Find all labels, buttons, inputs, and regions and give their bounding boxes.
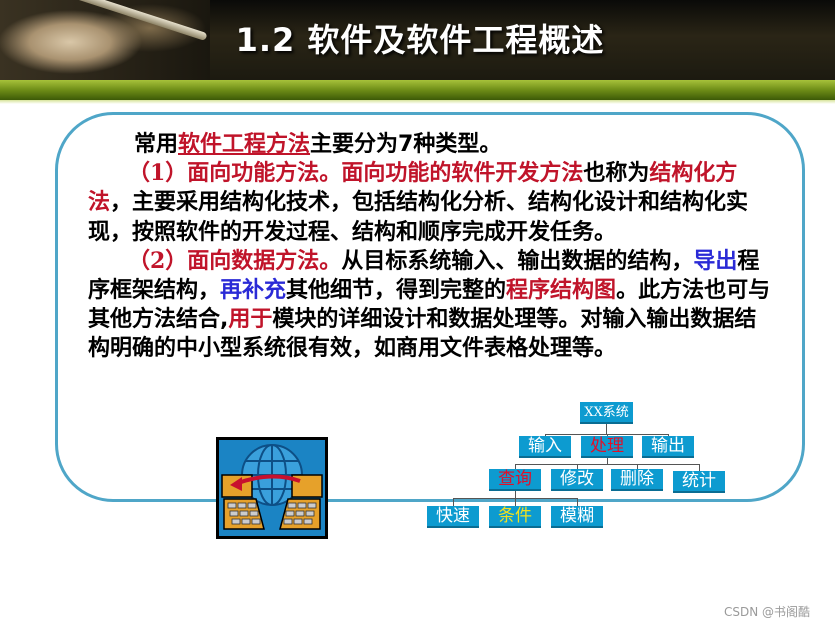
watermark: CSDN @书阁酷	[724, 605, 811, 619]
tree-node-stats: 统计	[673, 471, 725, 493]
network-computers-icon	[216, 437, 328, 539]
paragraph-data-oriented: （2）面向数据方法。从目标系统输入、输出数据的结构，导出程序框架结构，再补充其他…	[88, 247, 771, 362]
connector-query-down	[515, 491, 516, 499]
term-structured-method: 结构化方法	[88, 160, 738, 216]
header-green-bar	[0, 80, 835, 100]
connector-l3-a	[453, 498, 454, 506]
tree-node-condition: 条件	[489, 506, 541, 528]
connector-l2-d	[699, 464, 700, 471]
tree-node-fuzzy: 模糊	[551, 506, 603, 528]
connector-l1-a	[545, 434, 546, 436]
paragraph-function-oriented: （1）面向功能方法。面向功能的软件开发方法也称为结构化方法，主要采用结构化技术，…	[88, 160, 749, 245]
method-label-2: （2）面向数据方法。	[128, 247, 342, 274]
connector-l2-c	[637, 464, 638, 469]
tree-node-process: 处理	[581, 436, 633, 458]
header-photo	[0, 0, 210, 80]
tree-node-query: 查询	[489, 469, 541, 491]
connector-process-down	[607, 458, 608, 465]
tree-node-output: 输出	[642, 436, 694, 458]
connector-root-down	[606, 424, 607, 435]
link-software-engineering-methods[interactable]: 软件工程方法	[178, 131, 311, 157]
tree-node-delete: 删除	[611, 469, 663, 491]
connector-level1-bar	[545, 434, 668, 435]
connector-l2-a	[515, 464, 516, 469]
slide-title: 1.2 软件及软件工程概述	[235, 21, 605, 59]
header-divider	[0, 100, 835, 104]
body-text: 常用软件工程方法主要分为7种类型。 （1）面向功能方法。面向功能的软件开发方法也…	[88, 130, 778, 364]
tree-node-modify: 修改	[551, 469, 603, 491]
connector-l2-b	[577, 464, 578, 469]
connector-l3-b	[515, 498, 516, 506]
tree-node-fast: 快速	[427, 506, 479, 528]
connector-l1-c	[668, 434, 669, 436]
tree-node-root: XX系统	[580, 402, 633, 424]
connector-l3-c	[577, 498, 578, 506]
connector-l1-b	[607, 434, 608, 436]
paragraph-intro: 常用软件工程方法主要分为7种类型。	[134, 131, 502, 157]
slide-header: 1.2 软件及软件工程概述	[0, 0, 835, 80]
tree-node-input: 输入	[519, 436, 571, 458]
network-computers-graphic	[219, 440, 325, 536]
connector-level2-bar	[515, 464, 699, 465]
method-label-1: （1）面向功能方法。	[128, 160, 342, 187]
